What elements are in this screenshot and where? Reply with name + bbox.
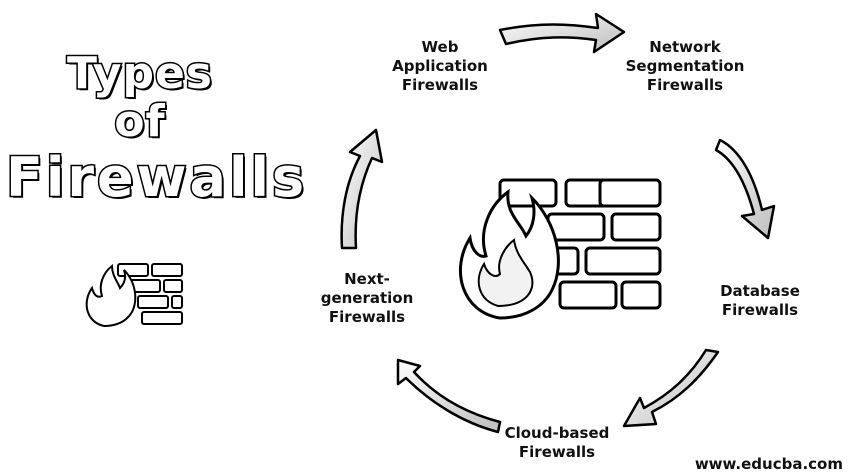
title-line-firewalls: Firewalls	[5, 145, 308, 211]
firewall-small-icon	[85, 263, 183, 328]
title-line-types: Types	[65, 47, 213, 101]
label-line: generation	[320, 289, 414, 307]
title-line-of: of	[113, 95, 166, 149]
label-line: Firewalls	[646, 76, 724, 94]
label-line: Firewalls	[518, 443, 596, 461]
label-line: Firewalls	[401, 76, 479, 94]
cycle-label-next-generation-firewalls: Next- generation Firewalls	[312, 270, 422, 327]
label-line: Cloud-based	[504, 424, 610, 442]
label-line: Network	[649, 38, 721, 56]
cycle-label-database-firewalls: Database Firewalls	[700, 282, 820, 320]
label-line: Database	[720, 282, 800, 300]
cycle-label-web-application-firewalls: Web Application Firewalls	[380, 38, 500, 95]
label-line: Application	[392, 57, 488, 75]
curved-arrow-icon	[340, 12, 776, 434]
label-line: Next-	[344, 270, 390, 288]
watermark-url: www.educba.com	[694, 455, 843, 473]
label-line: Segmentation	[625, 57, 745, 75]
cycle-label-cloud-based-firewalls: Cloud-based Firewalls	[492, 424, 622, 462]
label-line: Firewalls	[328, 308, 406, 326]
firewall-large-icon	[459, 178, 662, 320]
label-line: Firewalls	[721, 301, 799, 319]
cycle-label-network-segmentation-firewalls: Network Segmentation Firewalls	[610, 38, 760, 95]
label-line: Web	[421, 38, 459, 56]
